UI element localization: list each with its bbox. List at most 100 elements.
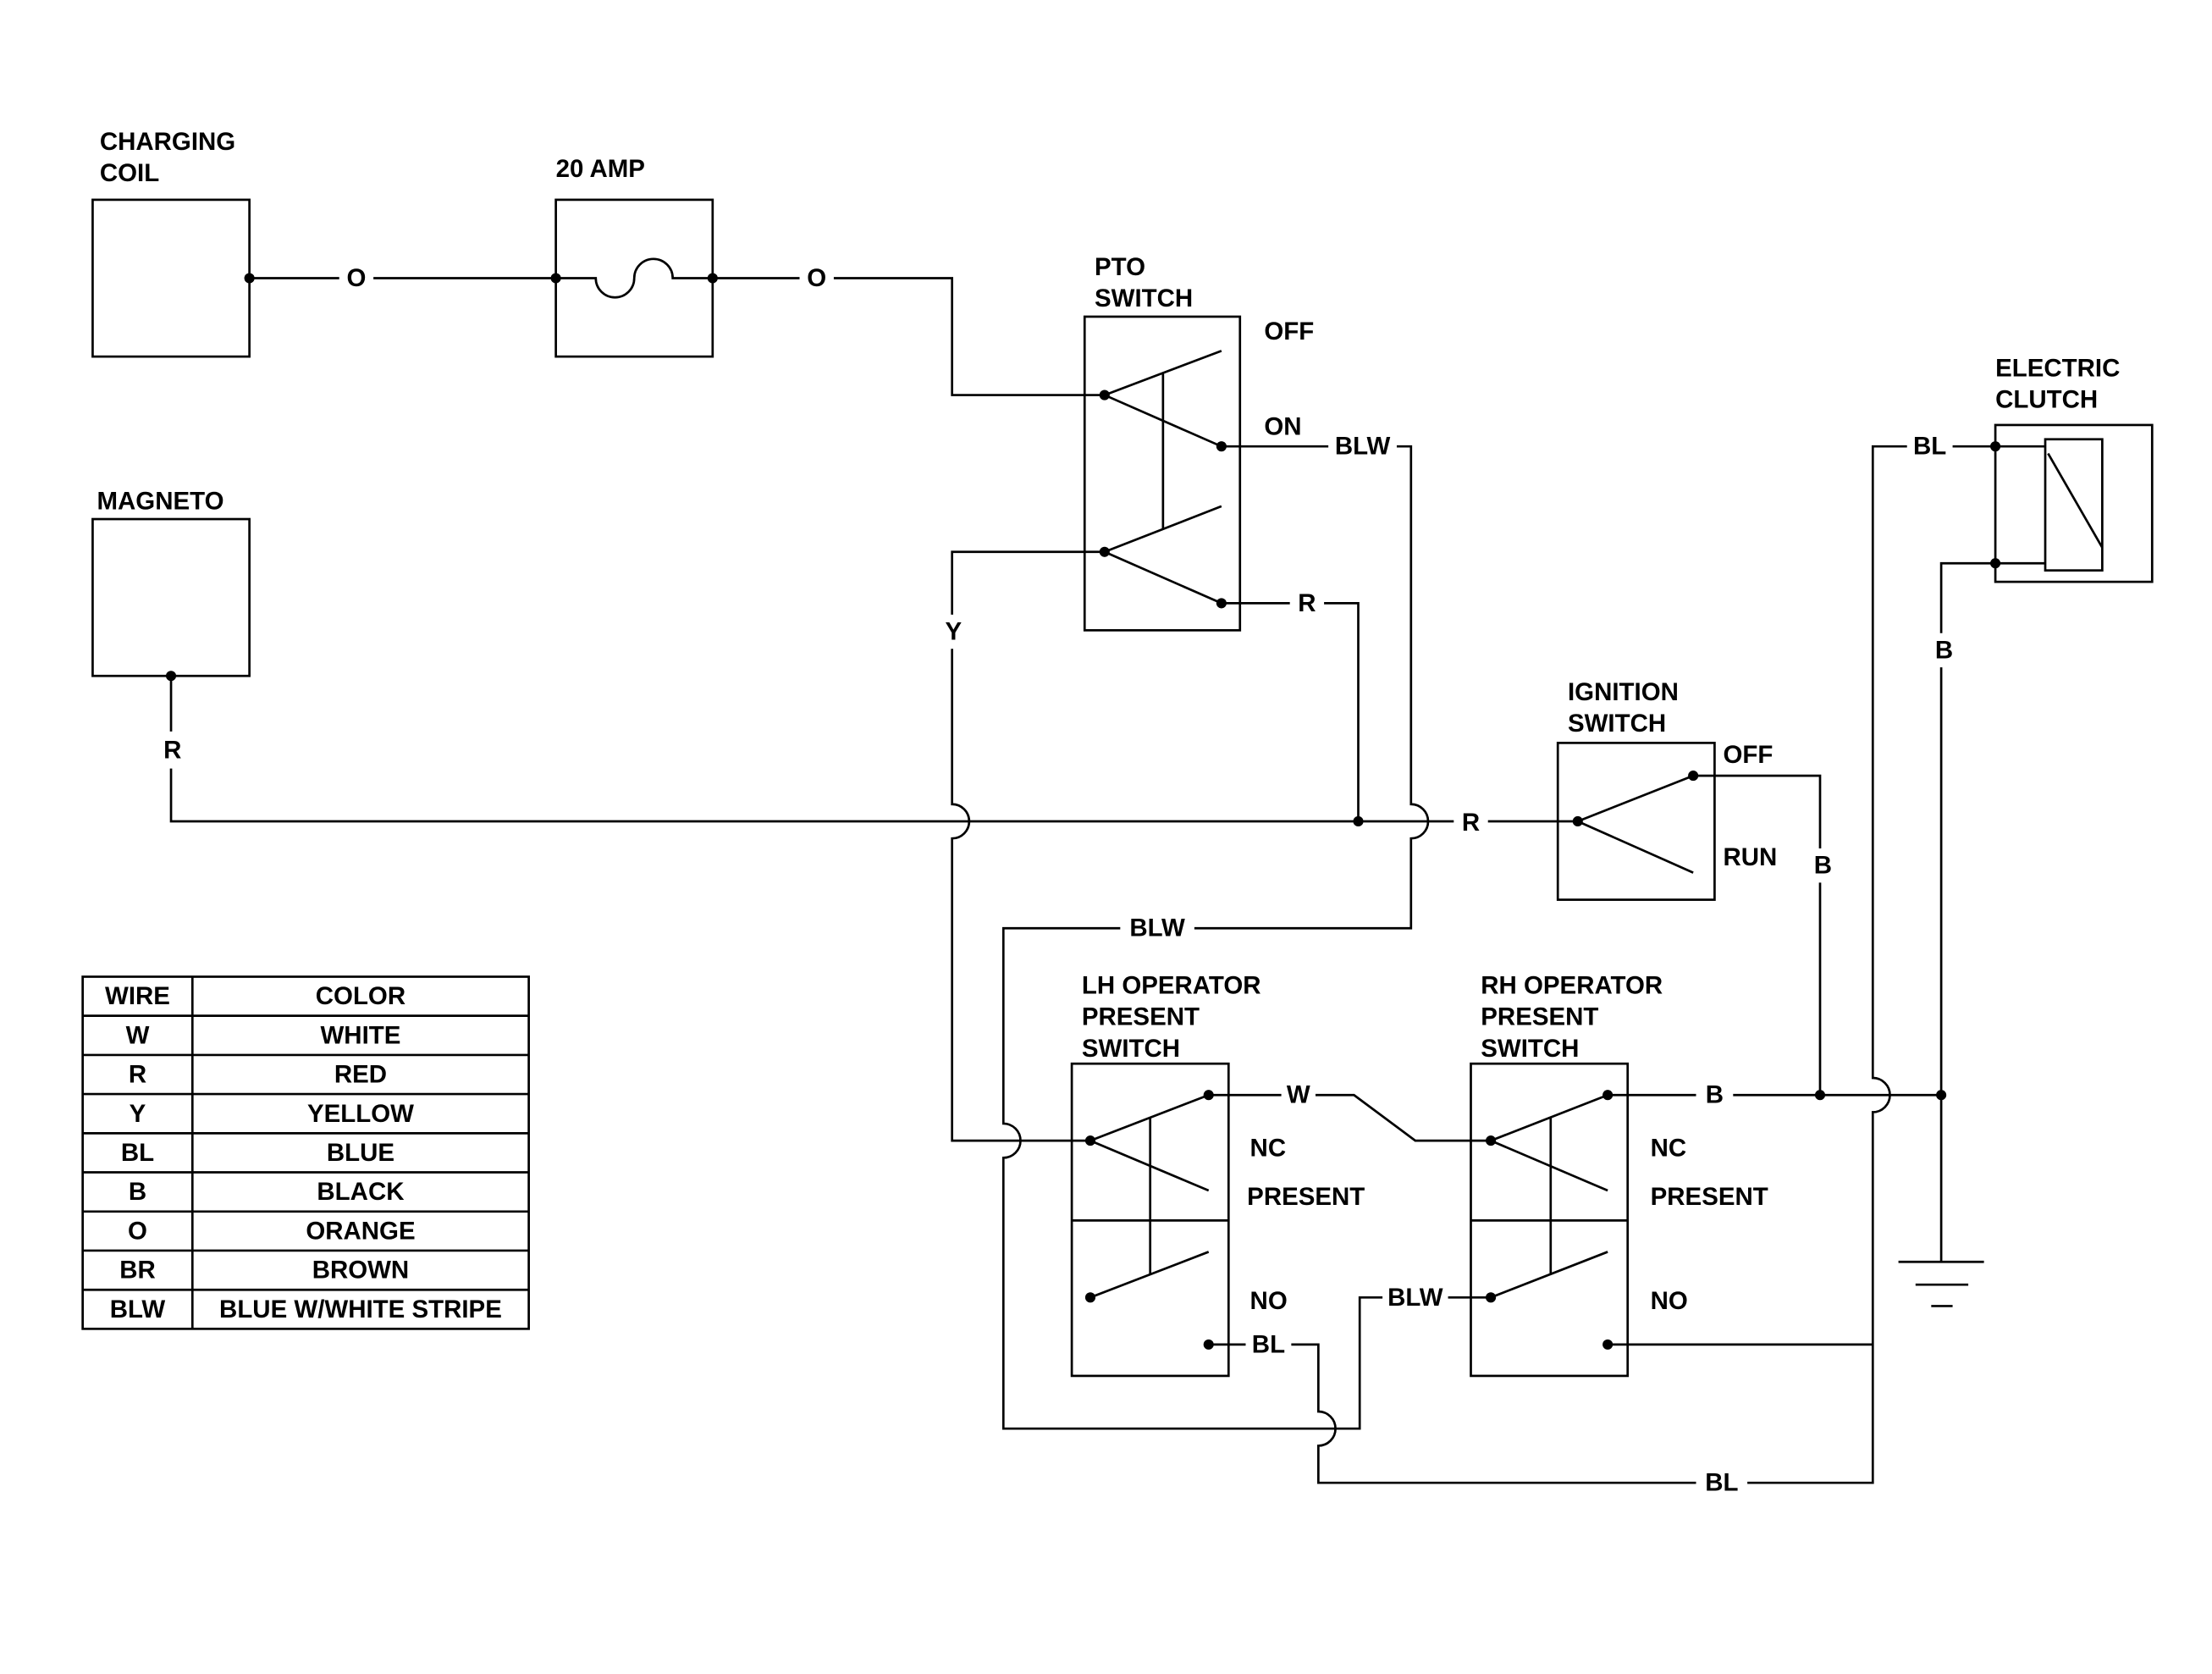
wire-label-pto-on: BLW [1335,433,1391,461]
ignition-switch: IGNITION SWITCH OFF RUN [1556,678,1778,901]
table-cell-wire: W [126,1021,150,1049]
charging-coil-box [91,198,251,358]
wire-bl-lh-no-to-clutch [1208,445,1996,1484]
ground-icon [1898,1260,1984,1307]
wire-label-pto-yellow: Y [946,618,963,646]
wire-color-table: WIRE COLOR W WHITE R RED Y YELLOW BL BLU… [81,975,530,1330]
junction-b-ignition [1814,1090,1826,1101]
pto-on-label: ON [1264,413,1301,441]
wire-label-magneto-out: R [163,736,181,764]
lh-present-label: PRESENT [1247,1183,1365,1211]
ignition-pivot [1572,815,1583,827]
fuse-element-icon [555,257,713,299]
electric-clutch-label-line1: ELECTRIC [1995,355,2120,383]
wire-blw-pto-on [1001,445,1492,1430]
table-border [81,975,530,1330]
electric-clutch-leads [1995,445,2046,565]
pto-switch: PTO SWITCH OFF ON [1083,253,1314,632]
wire-label-coil-to-fuse: O [346,264,366,292]
charging-coil-terminal [244,273,255,284]
wire-b-clutch-to-ground [1939,561,1996,1262]
fuse-label: 20 AMP [556,155,645,183]
wire-y-pto-to-lh [951,550,1105,1142]
table-cell-wire: BLW [110,1296,166,1323]
magneto-label: MAGNETO [97,487,223,515]
table-cell-color: BROWN [312,1257,410,1285]
clutch-coil-icon [2044,438,2104,572]
magneto-box [91,517,251,677]
electric-clutch-label-line2: CLUTCH [1995,386,2098,414]
table-cell-wire: O [128,1217,147,1245]
magneto-terminal [165,671,177,682]
lh-operator-present-switch: LH OPERATOR PRESENT SWITCH NC PRESENT NO [1070,972,1365,1378]
table-cell-color: WHITE [321,1021,401,1049]
wire-label-clutch-feed: BL [1913,433,1946,461]
lh-switch-internals [1072,1093,1229,1299]
table-header-wire: WIRE [105,982,170,1010]
wire-label-rh-nc-out: B [1706,1081,1724,1109]
clutch-coil-diagonal [2047,452,2104,549]
wire-w-lh-to-rh [1208,1093,1492,1142]
rh-nc-label: NC [1651,1135,1687,1163]
rh-switch-label-line2: PRESENT [1481,1003,1598,1031]
ignition-switch-label-line1: IGNITION [1568,678,1679,706]
table-cell-color: YELLOW [307,1100,414,1128]
wire-label-blw-crossover: BLW [1129,914,1185,942]
electric-clutch-box [1994,423,2154,583]
lh-no-pivot [1084,1292,1096,1303]
pto-switch-blades [1104,350,1222,605]
rh-no-pivot [1486,1292,1497,1303]
lh-switch-label-line1: LH OPERATOR [1082,972,1261,1000]
wire-label-lh-no-out: BL [1252,1330,1285,1358]
wire-label-lh-to-rh: W [1287,1081,1310,1109]
table-cell-wire: Y [130,1100,146,1128]
table-header-color: COLOR [316,982,405,1010]
table-cell-wire: BL [121,1139,154,1167]
ignition-switch-blades [1577,774,1694,874]
ignition-switch-label-line2: SWITCH [1568,710,1666,738]
wire-label-clutch-ground: B [1935,636,1953,664]
junction-b-ground [1936,1090,1947,1101]
electric-clutch: ELECTRIC CLUTCH [1990,355,2154,583]
wire-label-ignition-off: B [1814,852,1832,880]
pto-switch-label-line1: PTO [1095,253,1145,281]
magneto: MAGNETO [91,487,251,682]
wire-label-bottom-return: BL [1705,1469,1738,1497]
charging-coil-label-line2: COIL [100,159,159,187]
table-cell-color: BLACK [317,1178,404,1206]
pto-upper-pivot [1099,389,1110,401]
table-cell-color: BLUE [327,1139,394,1167]
wire-label-pto-lower: R [1298,589,1316,617]
rh-operator-present-switch: RH OPERATOR PRESENT SWITCH NC PRESENT NO [1470,972,1768,1378]
pto-off-label: OFF [1264,318,1314,345]
rh-switch-internals [1470,1093,1628,1299]
ignition-off-label: OFF [1724,741,1773,769]
table-cell-color: ORANGE [306,1217,415,1245]
table-cell-color: BLUE W/WHITE STRIPE [219,1296,502,1323]
table-cell-color: RED [334,1060,387,1088]
table-cell-wire: R [129,1060,146,1088]
lh-nc-pivot [1084,1135,1096,1146]
charging-coil-label-line1: CHARGING [100,128,235,156]
pto-lower-pivot [1099,546,1110,557]
lh-nc-label: NC [1250,1135,1287,1163]
pto-switch-label-line2: SWITCH [1095,285,1193,312]
rh-switch-label-line3: SWITCH [1481,1035,1579,1063]
lh-no-label: NO [1250,1287,1288,1315]
junction-r [1353,815,1364,827]
table-cell-wire: B [129,1178,146,1206]
ignition-switch-box [1556,742,1716,901]
rh-switch-label-line1: RH OPERATOR [1481,972,1663,1000]
rh-no-label: NO [1651,1287,1688,1315]
ignition-run-label: RUN [1724,843,1778,871]
pto-switch-box [1083,315,1242,632]
table-cell-wire: BR [119,1257,156,1285]
rh-nc-pivot [1486,1135,1497,1146]
wire-r-magneto-to-ignition [169,676,1578,823]
table-grid [82,976,529,1329]
wire-label-fuse-to-pto: O [807,264,826,292]
fuse-terminal-in [550,273,561,284]
lh-switch-label-line2: PRESENT [1082,1003,1200,1031]
charging-coil: CHARGING COIL [91,128,255,358]
